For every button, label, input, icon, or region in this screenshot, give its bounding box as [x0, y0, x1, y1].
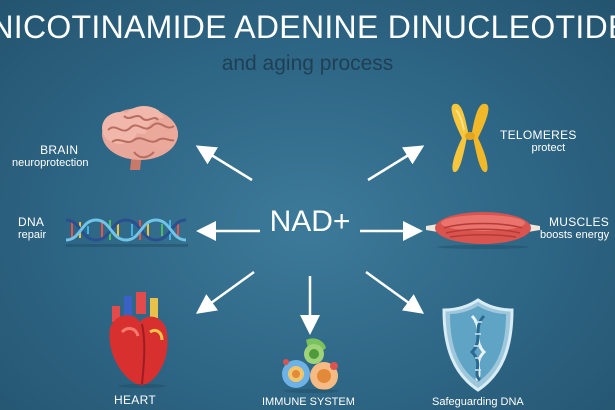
heart-label: HEART [114, 394, 156, 407]
muscle-icon [426, 212, 540, 249]
center-label: NAD+ [269, 205, 351, 238]
telomeres-label: TELOMERES protect [500, 129, 577, 155]
telomeres-name: TELOMERES [500, 128, 577, 142]
arrow-to-brain [195, 145, 253, 182]
brain-desc: neuroprotection [12, 157, 89, 169]
heart-icon [109, 292, 168, 388]
dna-name: DNA [18, 215, 45, 229]
immune-label: IMMUNE SYSTEM [262, 396, 355, 409]
arrow-to-telomeres [367, 145, 425, 182]
chromosome-icon [451, 103, 489, 173]
safeguarding-label: Safeguarding DNA [432, 396, 524, 409]
dna-helix-icon [66, 218, 188, 247]
telomeres-desc: protect [531, 142, 566, 154]
brain-icon [102, 106, 178, 170]
dna-label: DNA repair [18, 216, 46, 242]
safeguarding-name: Safeguarding DNA [432, 396, 524, 408]
muscles-label: MUSCLES boosts energy [540, 216, 609, 242]
dna-shield-icon [442, 298, 514, 392]
heart-name: HEART [114, 393, 156, 407]
muscles-name: MUSCLES [548, 215, 610, 229]
arrow-to-safeguarding [365, 270, 425, 314]
immune-cells-icon [282, 338, 339, 393]
arrow-to-heart [195, 270, 255, 314]
muscles-desc: boosts energy [540, 229, 610, 241]
immune-name: IMMUNE SYSTEM [262, 396, 355, 408]
brain-name: BRAIN [40, 143, 79, 157]
infographic-subtitle: and aging process [221, 52, 394, 75]
brain-label: BRAIN neuroprotection [12, 143, 88, 170]
dna-desc: repair [18, 229, 47, 241]
infographic-title: NICOTINAMIDE ADENINE DINUCLEOTIDE [0, 9, 615, 45]
